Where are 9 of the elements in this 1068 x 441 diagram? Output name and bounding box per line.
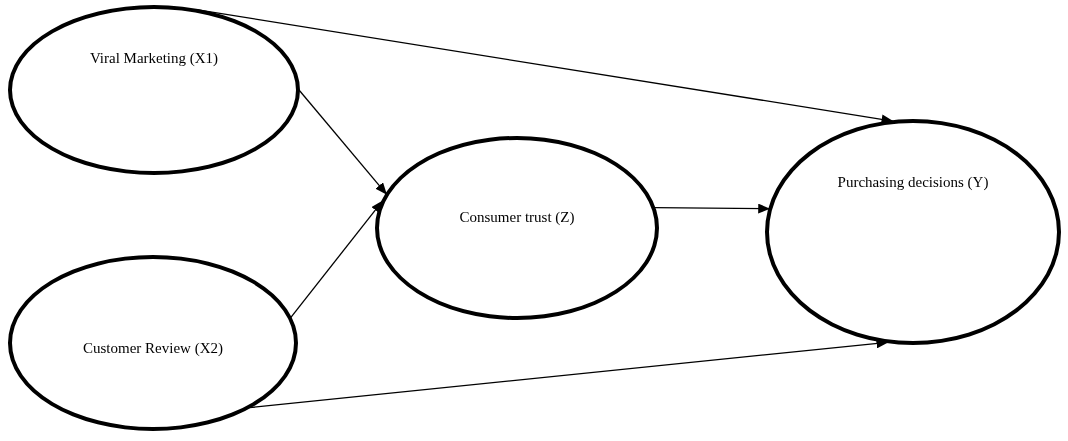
arrow	[195, 9, 894, 125]
node-label: Consumer trust (Z)	[458, 208, 576, 227]
node-label: Purchasing decisions (Y)	[836, 173, 990, 192]
arrow	[248, 338, 889, 409]
node-label: Viral Marketing (X1)	[88, 49, 220, 68]
arrow	[290, 200, 383, 319]
arrow	[298, 89, 387, 195]
node-label: Customer Review (X2)	[82, 339, 224, 358]
arrow	[653, 203, 771, 214]
